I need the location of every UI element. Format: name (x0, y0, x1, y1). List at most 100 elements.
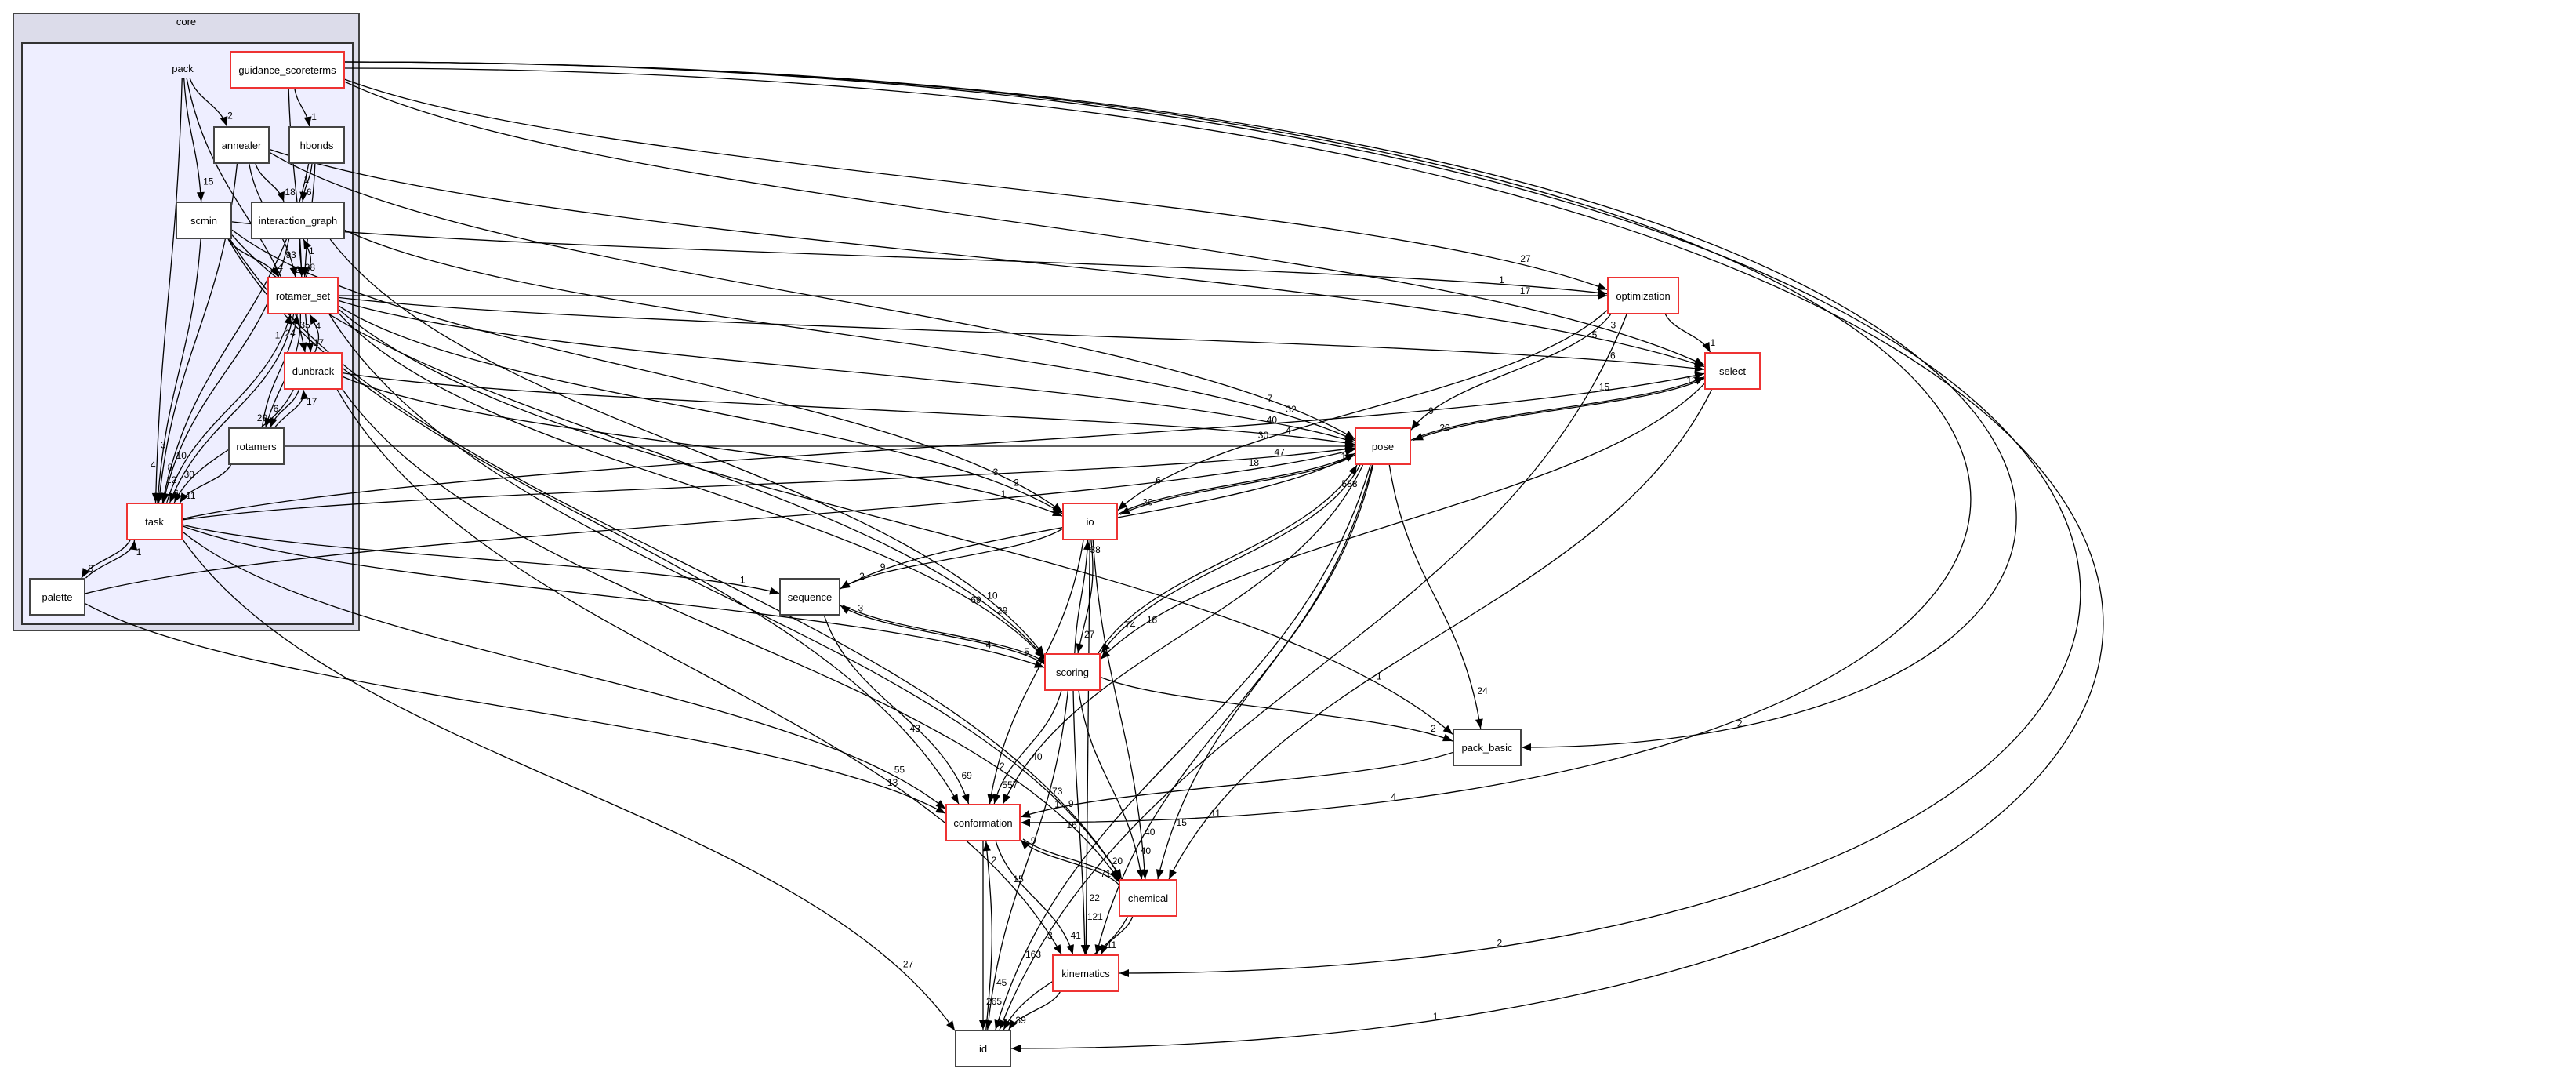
dependency-edge-palette-to-task[interactable] (85, 540, 136, 579)
dir-node-dunbrack[interactable]: dunbrack (284, 352, 343, 390)
dependency-edge-rotamer_set-to-pose[interactable] (338, 300, 1355, 443)
dependency-edge-rotamers-to-dunbrack[interactable] (274, 389, 304, 428)
dependency-edge-dunbrack-to-kinematics[interactable] (336, 389, 1062, 955)
dependency-edge-scmin-to-task[interactable] (157, 238, 201, 503)
dir-node-conformation[interactable]: conformation (945, 804, 1021, 841)
dir-node-label: id (978, 1042, 988, 1055)
dependency-edge-guidance_scoreterms-to-select[interactable] (344, 81, 1705, 366)
dir-node-hbonds[interactable]: hbonds (288, 126, 345, 164)
dependency-edge-pack-to-task[interactable] (154, 78, 183, 503)
dir-node-label: chemical (1127, 892, 1169, 904)
dependency-edge-rotamer_set-to-select[interactable] (338, 296, 1705, 370)
dependency-edge-scoring-to-pose[interactable] (1098, 464, 1358, 654)
dependency-edge-rotamer_set-to-io[interactable] (338, 305, 1063, 514)
dependency-edge-conformation-to-kinematics[interactable] (995, 841, 1074, 955)
dependency-edge-guidance_scoreterms-to-pack_basic[interactable] (344, 61, 2017, 748)
dependency-edge-io-to-chemical[interactable] (1092, 540, 1146, 880)
dir-node-guidance-scoreterms[interactable]: guidance_scoreterms (230, 51, 345, 89)
dependency-edge-scoring-to-sequence[interactable] (840, 605, 1045, 665)
dependency-edge-task-to-rotamer_set[interactable] (166, 314, 292, 503)
dir-node-sequence[interactable]: sequence (779, 578, 840, 616)
dependency-edge-conformation-to-chemical[interactable] (1022, 838, 1122, 885)
dependency-edge-task-to-scoring[interactable] (182, 525, 1045, 668)
dependency-edge-pose-to-conformation[interactable] (1002, 464, 1364, 805)
dependency-edge-annealer-to-pose[interactable] (269, 151, 1355, 440)
dir-node-annealer[interactable]: annealer (213, 126, 270, 164)
dir-node-interaction-graph[interactable]: interaction_graph (251, 202, 345, 239)
dependency-edge-interaction_graph-to-scoring[interactable] (329, 238, 1045, 656)
dependency-edge-dunbrack-to-chemical[interactable] (342, 389, 1119, 880)
dependency-edge-optimization-to-io[interactable] (1117, 310, 1608, 511)
dependency-edge-id-to-conformation[interactable] (985, 841, 992, 1030)
dependency-edge-pose-to-id[interactable] (995, 464, 1371, 1030)
dir-node-scoring[interactable]: scoring (1044, 653, 1101, 691)
dependency-edge-rotamer_set-to-scoring[interactable] (338, 312, 1045, 659)
dependency-edge-annealer-to-select[interactable] (269, 148, 1705, 368)
dependency-edge-scmin-to-optimization[interactable] (231, 221, 1608, 295)
dependency-edge-scmin-to-conformation[interactable] (227, 238, 960, 805)
dependency-edge-pack-to-scmin[interactable] (183, 78, 202, 202)
dependency-edge-task-to-pose[interactable] (182, 447, 1355, 521)
dependency-edge-io-to-conformation[interactable] (989, 540, 1084, 805)
dir-node-rotamers[interactable]: rotamers (228, 427, 285, 465)
dependency-edge-interaction_graph-to-pose[interactable] (344, 229, 1355, 442)
dependency-edge-rotamers-to-rotamer_set[interactable] (261, 314, 298, 428)
cluster-pack-label[interactable]: pack (172, 63, 194, 74)
dependency-edge-chemical-to-conformation[interactable] (1020, 839, 1119, 885)
dependency-edge-pose-to-io[interactable] (1119, 452, 1358, 515)
dependency-edge-palette-to-pose[interactable] (85, 449, 1355, 594)
dependency-edge-scoring-to-conformation[interactable] (993, 690, 1062, 805)
dependency-edge-io-to-scoring[interactable] (1077, 540, 1094, 654)
dir-node-chemical[interactable]: chemical (1119, 879, 1177, 917)
dir-node-id[interactable]: id (955, 1030, 1011, 1067)
dependency-edge-task-to-id[interactable] (182, 539, 956, 1031)
dependency-edge-scoring-to-pack_basic[interactable] (1100, 676, 1453, 742)
dependency-edge-pose-to-pack_basic[interactable] (1388, 464, 1482, 729)
dependency-edge-scoring-to-id[interactable] (987, 690, 1068, 1030)
dir-node-io[interactable]: io (1062, 503, 1118, 540)
arrowhead-icon (1345, 442, 1355, 450)
dependency-edge-scoring-to-io[interactable] (1074, 540, 1089, 654)
dependency-edge-sequence-to-scoring[interactable] (842, 605, 1047, 664)
dir-node-optimization[interactable]: optimization (1607, 277, 1679, 314)
dependency-edge-guidance_scoreterms-to-id[interactable] (344, 67, 2104, 1049)
dependency-edge-pose-to-select[interactable] (1410, 376, 1705, 441)
dependency-edge-optimization-to-pose[interactable] (1410, 314, 1612, 431)
dependency-edge-guidance_scoreterms-to-kinematics[interactable] (344, 61, 2081, 974)
dependency-edge-scoring-to-kinematics[interactable] (1072, 690, 1086, 955)
arrowhead-icon (1003, 794, 1011, 804)
dependency-edge-dunbrack-to-pose[interactable] (342, 372, 1355, 445)
dir-node-pack-basic[interactable]: pack_basic (1453, 729, 1522, 766)
arrowhead-icon (769, 587, 779, 595)
dependency-edge-io-to-pose[interactable] (1117, 452, 1355, 515)
dependency-edge-guidance_scoreterms-to-rotamer_set[interactable] (288, 88, 303, 278)
dir-node-rotamer-set[interactable]: rotamer_set (267, 277, 339, 314)
dependency-edge-rotamer_set-to-chemical[interactable] (328, 314, 1123, 880)
dependency-edge-pose-to-chemical[interactable] (1157, 464, 1374, 880)
dependency-edge-select-to-chemical[interactable] (1168, 389, 1712, 880)
dependency-edge-rotamer_set-to-pack_basic[interactable] (338, 308, 1453, 735)
dependency-edge-task-to-sequence[interactable] (182, 524, 780, 594)
dependency-edge-scmin-to-io[interactable] (231, 229, 1063, 513)
dependency-edge-optimization-to-id[interactable] (999, 314, 1627, 1030)
dependency-edge-dunbrack-to-io[interactable] (342, 376, 1063, 517)
dependency-edge-guidance_scoreterms-to-conformation[interactable] (344, 61, 1972, 823)
dependency-edge-palette-to-conformation[interactable] (85, 603, 946, 814)
dependency-edge-io-to-kinematics[interactable] (1085, 540, 1090, 955)
dir-node-pose[interactable]: pose (1355, 427, 1411, 465)
dependency-edge-guidance_scoreterms-to-optimization[interactable] (344, 78, 1608, 290)
dir-node-kinematics[interactable]: kinematics (1052, 954, 1119, 992)
dir-node-palette[interactable]: palette (29, 578, 85, 616)
dependency-edge-rotamer_set-to-task[interactable] (169, 314, 295, 503)
dir-node-scmin[interactable]: scmin (176, 202, 232, 239)
arrowhead-icon (1036, 654, 1047, 664)
dependency-edge-select-to-pose[interactable] (1413, 376, 1707, 442)
dir-node-task[interactable]: task (126, 503, 183, 540)
dir-node-select[interactable]: select (1704, 352, 1761, 390)
dependency-edge-scmin-to-chemical[interactable] (229, 238, 1123, 880)
dependency-edge-io-to-sequence[interactable] (840, 528, 1063, 590)
arrowhead-icon (1008, 1019, 1018, 1030)
dependency-edge-pose-to-scoring[interactable] (1101, 464, 1361, 654)
dependency-edge-pose-to-kinematics[interactable] (1095, 464, 1373, 955)
dependency-edge-task-to-conformation[interactable] (182, 531, 946, 810)
